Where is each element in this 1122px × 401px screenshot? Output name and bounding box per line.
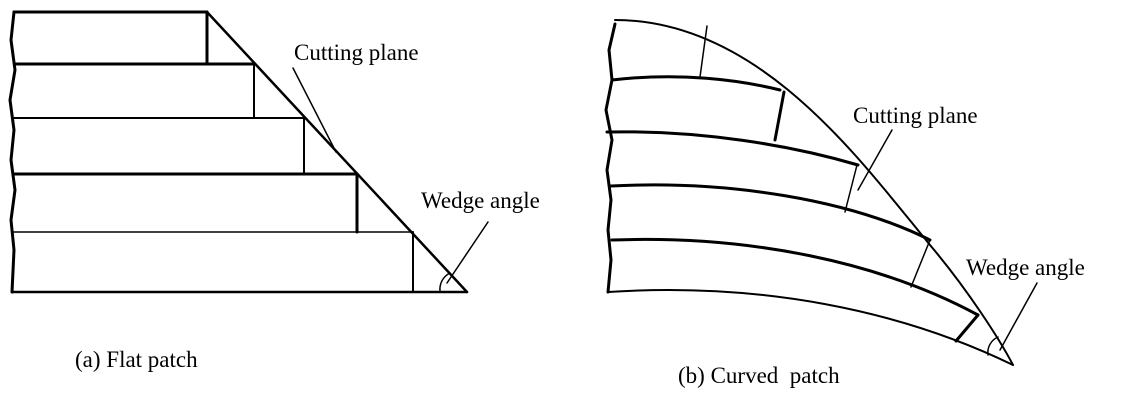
curved-patch-diagram [604, 19, 1038, 366]
flat-patch-cutting-plane [205, 10, 469, 294]
curved-patch-caption: (b) Curved patch [678, 363, 840, 388]
curved-patch-cutting-plane [614, 19, 1014, 366]
flat-cutting-plane-leader [292, 67, 337, 153]
flat-wedge-angle-arc [439, 272, 451, 292]
flat-wedge-angle-label: Wedge angle [421, 188, 540, 213]
curved-wedge-angle-leader [999, 282, 1038, 351]
curved-ply-line-1 [610, 75, 782, 92]
curved-step-3 [844, 164, 858, 213]
curved-patch-left-edge [604, 22, 617, 294]
curved-step-4 [910, 239, 931, 288]
curved-ply-line-3 [609, 183, 932, 242]
flat-cutting-plane-label: Cutting plane [294, 40, 419, 65]
flat-wedge-angle-leader [446, 221, 489, 284]
curved-cutting-plane-leader [857, 129, 893, 191]
curved-step-5 [954, 313, 980, 343]
curved-step-1 [699, 25, 708, 78]
curved-ply-line-4 [610, 237, 980, 317]
flat-patch-diagram [8, 10, 489, 294]
curved-step-2 [773, 90, 786, 142]
flat-patch-left-edge [8, 10, 17, 294]
curved-wedge-angle-arc [987, 336, 999, 356]
curved-cutting-plane-label: Cutting plane [853, 103, 978, 128]
curved-patch-bottom [607, 289, 1014, 366]
curved-wedge-angle-label: Wedge angle [966, 255, 1085, 280]
curved-ply-line-2 [605, 130, 860, 167]
flat-patch-caption: (a) Flat patch [75, 347, 198, 372]
